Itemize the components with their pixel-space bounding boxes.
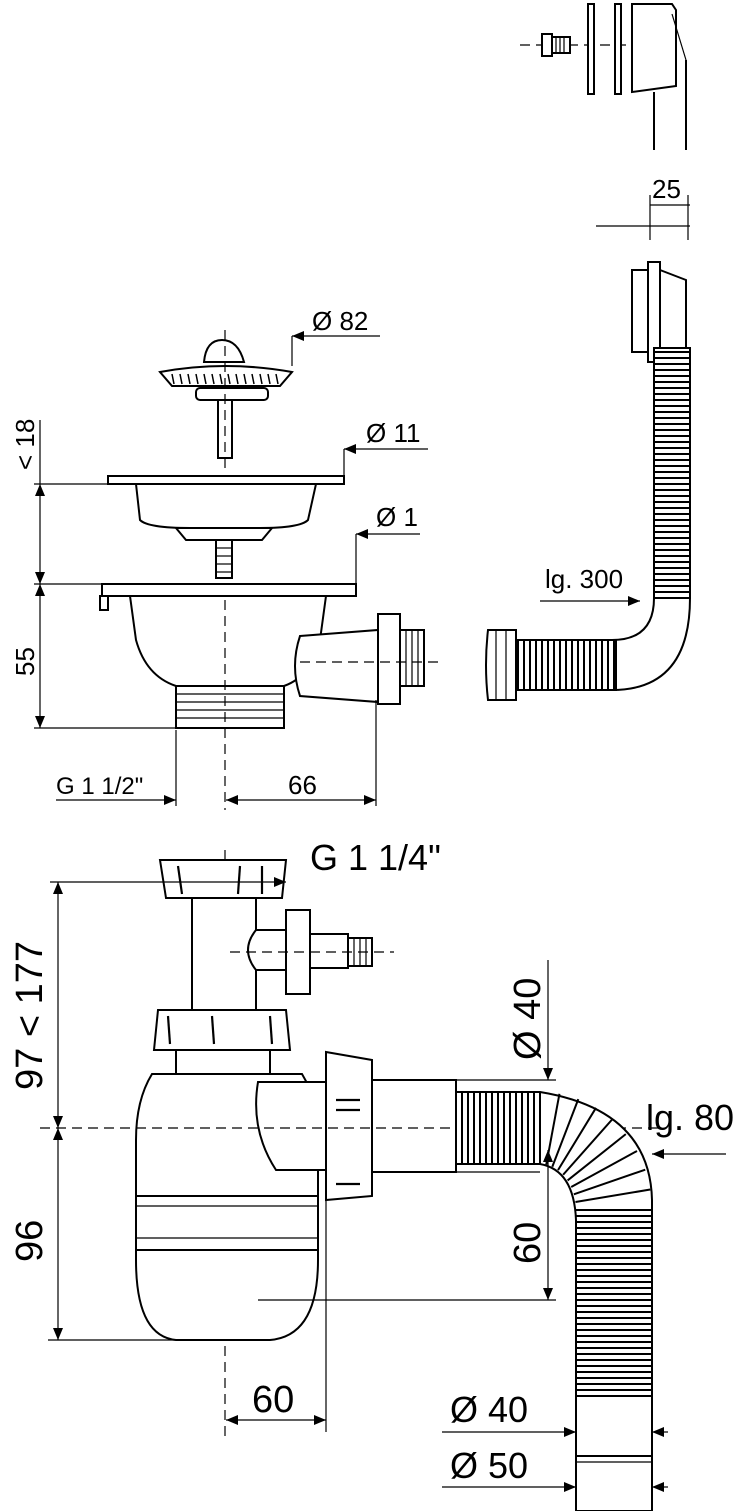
basket-strainer: [158, 330, 294, 470]
hose-rib: [227, 373, 231, 385]
dimension-label-60-horizontal: 60: [252, 1379, 294, 1421]
dimension-label-25: 25: [652, 174, 681, 204]
dimension-label-lg300: lg. 300: [545, 564, 623, 594]
dimension-label-lg80: lg. 80: [646, 1097, 734, 1138]
hose-rib: [570, 1150, 638, 1188]
hose-rib: [203, 373, 207, 385]
hose-rib: [171, 373, 175, 385]
hose-rib: [551, 1098, 580, 1168]
hose-rib: [187, 373, 191, 385]
dimension-lg300: lg. 300: [540, 564, 640, 606]
dimension-g114: G 1 1/4": [50, 837, 441, 887]
hose-rib: [179, 373, 183, 385]
dimension-vertical-left: < 18 55: [10, 419, 176, 729]
dimension-label-96: 96: [9, 1220, 51, 1262]
dimension-d40-top: Ø 40: [372, 960, 556, 1173]
hose-rib: [575, 1188, 651, 1203]
dimension-label-g112: G 1 1/2": [56, 773, 143, 800]
dimension-d40-d50-bottom: Ø 40 Ø 50: [442, 1389, 668, 1492]
hose-rib: [195, 373, 199, 385]
hose-rib: [275, 373, 279, 385]
dimension-label-d40-top: Ø 40: [507, 978, 549, 1060]
dimension-d82: Ø 82: [291, 306, 380, 366]
hose-rib: [251, 373, 255, 385]
dimension-d1: Ø 1: [355, 502, 420, 584]
strainer-body: [99, 583, 440, 810]
hose-rib: [243, 373, 247, 385]
dimension-label-g114: G 1 1/4": [310, 837, 441, 878]
dimension-label-d40-bottom: Ø 40: [450, 1389, 528, 1430]
dimension-lg80: lg. 80: [646, 1097, 734, 1159]
dimension-60-horizontal: 60: [226, 1180, 327, 1432]
dimension-label-97-177: 97 < 177: [9, 941, 51, 1090]
dimension-label-55: 55: [10, 647, 40, 676]
hose-rib: [259, 373, 263, 385]
sink-flange: [107, 475, 345, 579]
hose-rib: [557, 1107, 597, 1171]
hose-rib: [235, 373, 239, 385]
hose-rib: [219, 373, 223, 385]
dimension-label-d50: Ø 50: [450, 1445, 528, 1486]
dimension-25: 25: [596, 174, 690, 240]
dimension-horizontal-strainer: G 1 1/2" 66: [56, 700, 377, 806]
overflow-fitting: [520, 3, 687, 150]
flex-hose: [455, 1091, 653, 1511]
hose-rib: [211, 373, 215, 385]
hose-rib: [562, 1118, 613, 1176]
dimension-label-d11: Ø 11: [366, 418, 420, 448]
dimension-label-66: 66: [288, 770, 317, 800]
dimension-label-lt18: < 18: [10, 419, 40, 470]
overflow-hose: [485, 261, 692, 701]
dimension-60-vertical: 60: [258, 1150, 556, 1301]
hose-rib: [573, 1168, 646, 1196]
dimension-trap-height: 97 < 177 96: [9, 882, 178, 1341]
dimension-d11: Ø 11: [343, 418, 428, 476]
dimension-label-d1: Ø 1: [376, 502, 418, 532]
dimension-label-d82: Ø 82: [312, 306, 368, 336]
hose-rib: [267, 373, 271, 385]
hose-rib: [566, 1133, 627, 1182]
bottle-trap: [40, 850, 660, 1440]
dimension-label-60-vertical: 60: [507, 1222, 549, 1264]
